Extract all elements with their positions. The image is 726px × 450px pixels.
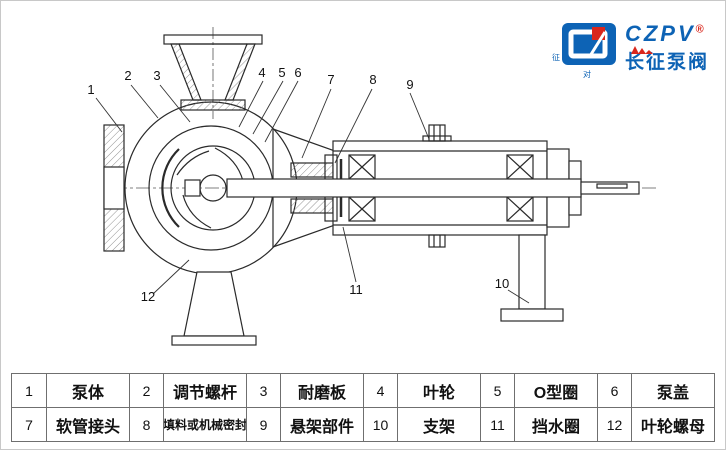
part-number: 10 <box>363 408 397 441</box>
part-name: 填料或机械密封 <box>163 408 246 441</box>
logo-text: CZPV® 长征泵阀 <box>624 21 709 73</box>
logo-seal-left: 征 <box>551 53 560 62</box>
part-name: 泵盖 <box>631 374 714 407</box>
callout-leaders <box>95 80 530 304</box>
callout-5: 5 <box>278 65 285 80</box>
part-name: 耐磨板 <box>280 374 363 407</box>
callout-6: 6 <box>294 65 301 80</box>
part-number: 11 <box>480 408 514 441</box>
part-number: 8 <box>129 408 163 441</box>
brand-logo: 征 对 CZPV® 长征泵阀 <box>552 21 709 79</box>
part-number: 12 <box>597 408 631 441</box>
parts-table: 1 泵体 2 调节螺杆 3 耐磨板 4 叶轮 5 O型圈 6 泵盖 7 软管接头… <box>11 373 715 442</box>
red-peaks-icon <box>630 46 653 54</box>
callout-8: 8 <box>369 72 376 87</box>
pump-casing <box>103 34 298 346</box>
czpv-logo-icon: 征 对 <box>552 23 616 79</box>
part-name: 软管接头 <box>46 408 129 441</box>
part-name: 叶轮螺母 <box>631 408 714 441</box>
part-name: 调节螺杆 <box>163 374 246 407</box>
part-name: 挡水圈 <box>514 408 597 441</box>
callout-10: 10 <box>495 276 509 291</box>
part-number: 1 <box>25 382 33 399</box>
registered-mark: ® <box>695 23 704 36</box>
part-name: 悬架部件 <box>280 408 363 441</box>
callout-3: 3 <box>153 68 160 83</box>
logo-brand-latin: CZPV® <box>624 21 704 46</box>
part-number: 4 <box>363 374 397 407</box>
support-foot <box>500 234 564 322</box>
part-name: 叶轮 <box>397 374 480 407</box>
callout-11: 11 <box>349 282 363 297</box>
part-number: 3 <box>246 374 280 407</box>
pump-cross-section-drawing: 1 2 3 4 5 6 7 8 9 10 11 12 <box>87 27 656 346</box>
callout-1: 1 <box>87 82 94 97</box>
part-number: 2 <box>129 374 163 407</box>
part-number: 9 <box>246 408 280 441</box>
part-name: O型圈 <box>514 374 597 407</box>
pump-shaft <box>226 178 640 198</box>
logo-seal-bottom: 对 <box>582 70 591 79</box>
part-number: 7 <box>25 416 33 433</box>
part-name: 泵体 <box>46 374 129 407</box>
callout-4: 4 <box>258 65 265 80</box>
callout-12: 12 <box>141 289 155 304</box>
parts-table-row-2: 7 软管接头 8 填料或机械密封 9 悬架部件 10 支架 11 挡水圈 12 … <box>12 407 714 441</box>
logo-brand-chinese: 长征泵阀 <box>625 46 709 72</box>
part-name: 支架 <box>397 408 480 441</box>
callout-9: 9 <box>406 77 413 92</box>
part-number: 5 <box>480 374 514 407</box>
parts-table-row-1: 1 泵体 2 调节螺杆 3 耐磨板 4 叶轮 5 O型圈 6 泵盖 <box>12 374 714 407</box>
callout-7: 7 <box>327 72 334 87</box>
callout-2: 2 <box>124 68 131 83</box>
part-number: 6 <box>597 374 631 407</box>
